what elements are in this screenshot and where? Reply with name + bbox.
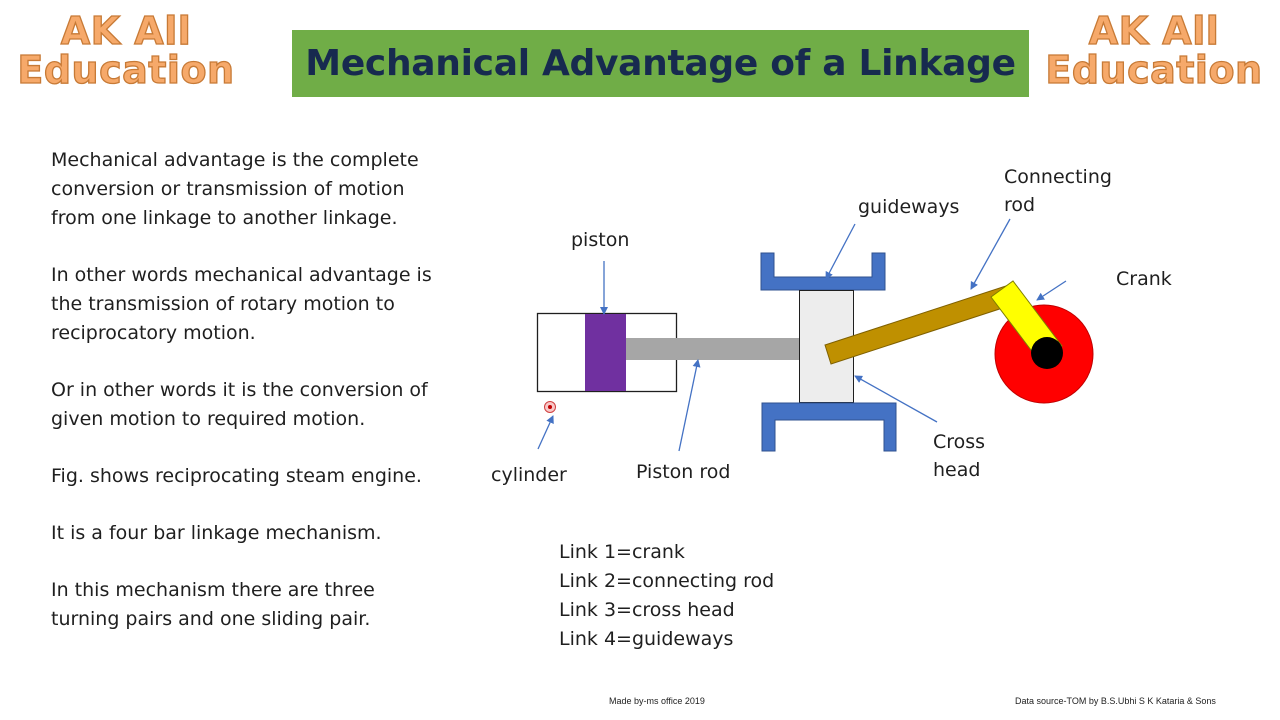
title-banner: Mechanical Advantage of a Linkage [292, 30, 1029, 97]
label-line: Cross [933, 431, 986, 453]
brand-line-1: AK All [60, 9, 192, 53]
pointer-crank [1036, 280, 1067, 301]
guideway-bottom [761, 402, 897, 452]
label-cross-head: Cross head [933, 428, 985, 484]
label-line: Connecting [1004, 166, 1112, 188]
description-paragraph: In other words mechanical advantage is t… [51, 264, 432, 344]
label-connecting-rod: Connecting rod [1004, 163, 1112, 219]
link-list: Link 1=crank Link 2=connecting rod Link … [559, 538, 774, 654]
pointer-cross-head [854, 375, 938, 423]
description-paragraph: It is a four bar linkage mechanism. [51, 522, 382, 544]
guideway-top [760, 252, 886, 291]
brand-line-2: Education [1045, 48, 1263, 92]
link-item: Link 1=crank [559, 541, 685, 563]
brand-logo-right: AK All Education [1034, 9, 1274, 92]
pointer-connecting-rod [970, 218, 1011, 290]
piston-rod [626, 338, 800, 360]
description-paragraph: Mechanical advantage is the complete con… [51, 149, 419, 229]
link-item: Link 3=cross head [559, 599, 735, 621]
crank-pin [1031, 337, 1063, 369]
description-paragraph: In this mechanism there are three turnin… [51, 579, 375, 630]
brand-line-2: Education [17, 48, 235, 92]
page-title: Mechanical Advantage of a Linkage [305, 43, 1016, 84]
footer-source: Data source-TOM by B.S.Ubhi S K Kataria … [1015, 696, 1216, 706]
pointer-piston-rod [678, 359, 701, 452]
label-line: rod [1004, 194, 1036, 216]
label-piston-rod: Piston rod [636, 461, 731, 483]
brand-line-1: AK All [1088, 9, 1220, 53]
label-cylinder: cylinder [491, 464, 567, 486]
cursor-dot [548, 405, 552, 409]
pointer-cylinder [537, 415, 554, 450]
label-guideways: guideways [858, 196, 960, 218]
description-paragraph: Fig. shows reciprocating steam engine. [51, 465, 422, 487]
footer-made-by: Made by-ms office 2019 [609, 696, 705, 706]
link-item: Link 4=guideways [559, 628, 734, 650]
label-crank: Crank [1116, 268, 1172, 290]
brand-logo-left: AK All Education [6, 9, 246, 92]
label-piston: piston [571, 229, 630, 251]
description-paragraph: Or in other words it is the conversion o… [51, 379, 428, 430]
label-line: head [933, 459, 981, 481]
piston-block [585, 314, 626, 391]
pointer-guideways [825, 223, 856, 280]
link-item: Link 2=connecting rod [559, 570, 775, 592]
description-text: Mechanical advantage is the complete con… [51, 146, 436, 662]
